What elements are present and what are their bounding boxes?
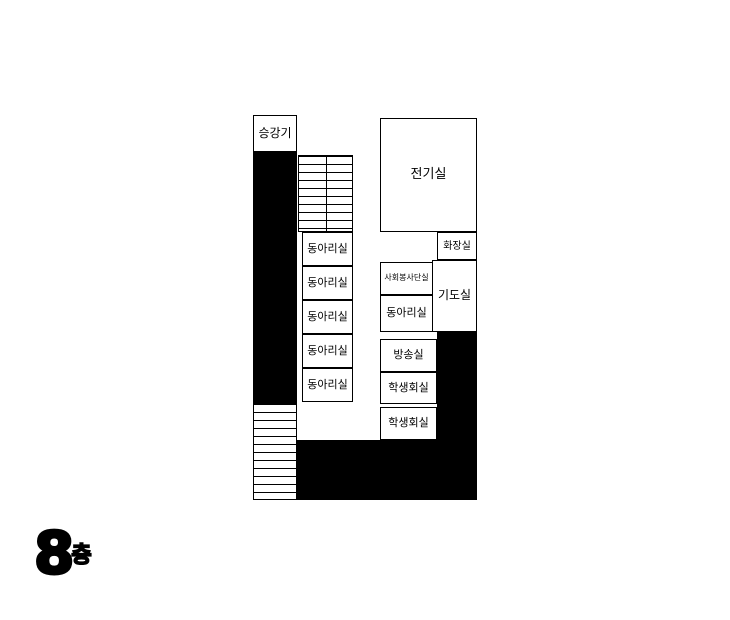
room-club-left-2: 동아리실 (302, 266, 353, 300)
wall-bottom-core (297, 440, 477, 500)
stairs-bottom-icon (253, 403, 297, 500)
room-restroom: 화장실 (437, 232, 477, 260)
floor-label: 8 층 (32, 519, 93, 587)
stairs-rail (325, 156, 327, 231)
room-club-left-5: 동아리실 (302, 368, 353, 402)
wall-left-core (253, 152, 297, 403)
stairs-top-icon (298, 155, 353, 232)
room-broadcast: 방송실 (380, 339, 437, 372)
room-club-right: 동아리실 (380, 295, 433, 332)
room-social-service: 사회봉사단실 (380, 262, 433, 295)
room-prayer: 기도실 (432, 260, 477, 332)
floor-number: 8 (32, 519, 75, 587)
wall-right-core (437, 332, 477, 440)
room-student-council-1: 학생회실 (380, 372, 437, 404)
room-club-left-3: 동아리실 (302, 300, 353, 334)
room-elevator: 승강기 (253, 115, 297, 152)
room-club-left-4: 동아리실 (302, 334, 353, 368)
floor-suffix: 층 (71, 542, 93, 569)
room-student-council-2: 학생회실 (380, 407, 437, 440)
room-electrical: 전기실 (380, 118, 477, 232)
room-club-left-1: 동아리실 (302, 232, 353, 266)
